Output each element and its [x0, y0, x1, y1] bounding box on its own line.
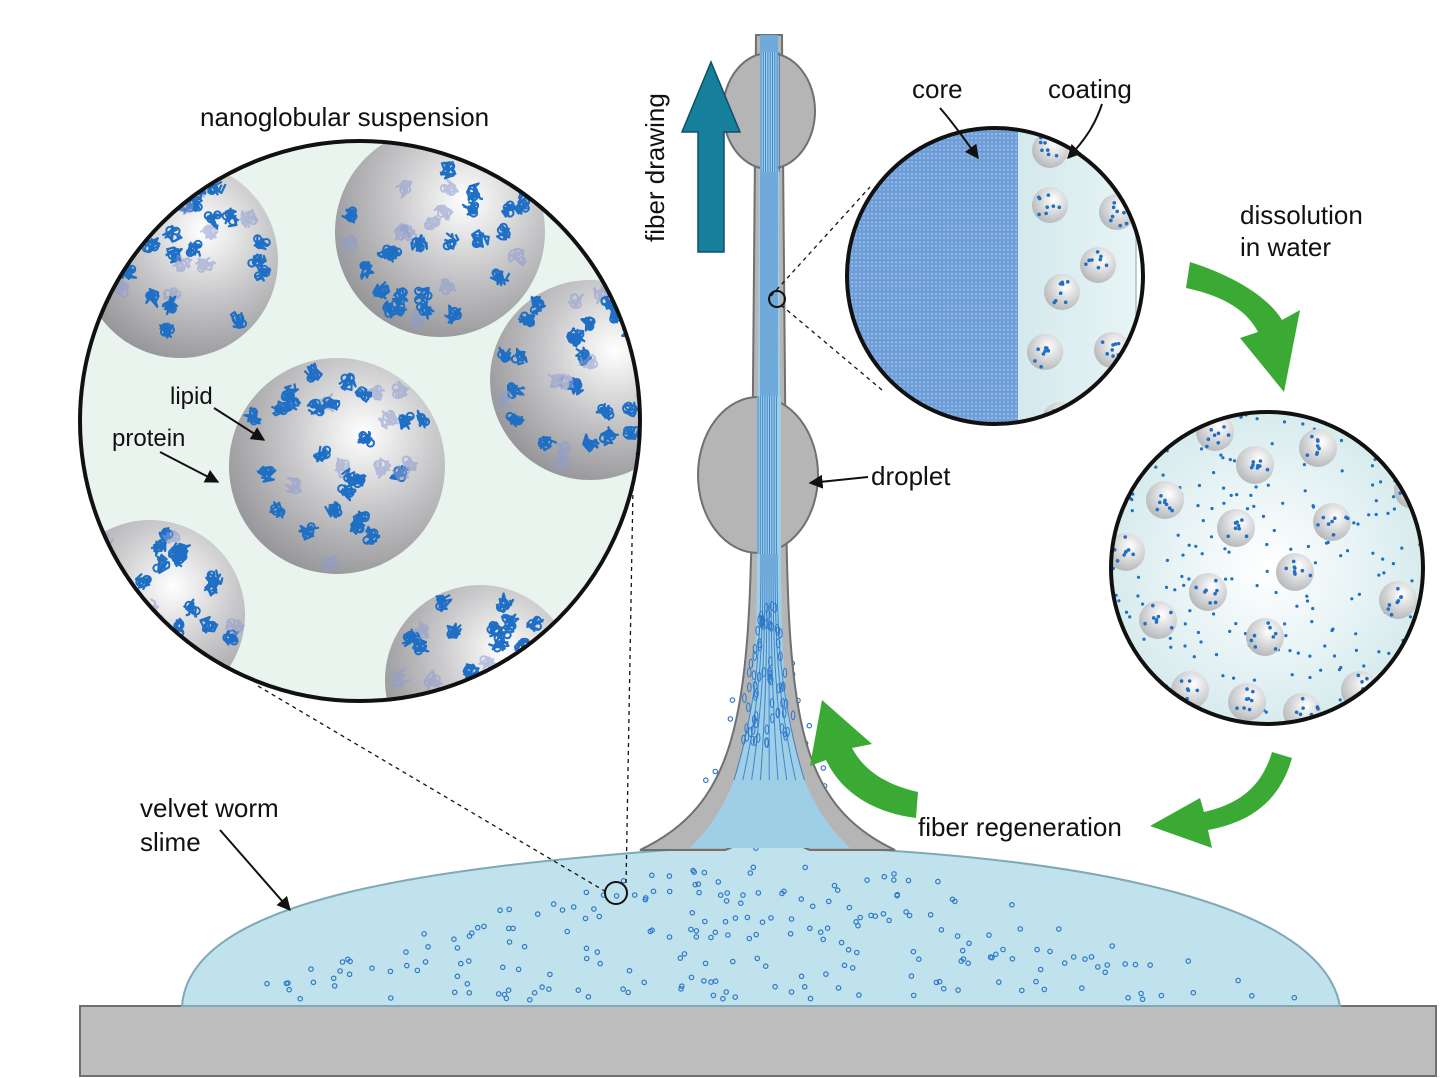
label-velvet-worm: velvet worm — [140, 793, 279, 823]
regeneration-arrow-right — [1150, 752, 1292, 848]
core-pointer — [939, 107, 979, 160]
slime-zoom-marker — [604, 881, 628, 905]
fiber-drawing-arrow — [680, 60, 742, 253]
label-slime: slime — [140, 827, 201, 857]
label-coating: coating — [1048, 74, 1132, 104]
fiber-transition-globules — [741, 601, 796, 748]
label-core: core — [912, 74, 963, 104]
dissolution-arrow — [1186, 262, 1300, 392]
substrate-plate — [79, 1005, 1437, 1077]
zoom-line-left-a — [257, 685, 609, 894]
zoom-line-right-b — [780, 304, 883, 391]
protein-pointer — [159, 451, 220, 483]
label-droplet: droplet — [871, 461, 951, 491]
fiber-zoom-marker — [768, 290, 786, 308]
slime-particles — [264, 618, 1298, 1003]
regeneration-arrow-left — [810, 700, 918, 818]
label-protein: protein — [112, 425, 186, 452]
label-fiber-drawing: fiber drawing — [640, 93, 670, 242]
coating-pointer — [1067, 103, 1103, 160]
dissolved-water-inset — [1109, 410, 1425, 726]
label-nanoglobular-suspension: nanoglobular suspension — [200, 102, 490, 132]
label-dissolution: dissolution — [1240, 200, 1363, 230]
zoom-line-left-b — [625, 486, 634, 887]
label-in-water: in water — [1240, 232, 1332, 262]
lipid-pointer — [213, 407, 266, 441]
core-coating-inset — [845, 126, 1145, 426]
fiber-filaments — [733, 35, 805, 781]
zoom-line-right-a — [770, 186, 871, 297]
label-lipid: lipid — [170, 383, 213, 410]
droplet-top-filaments — [760, 52, 780, 172]
velvet-worm-pointer — [219, 829, 291, 912]
droplet-lower-filaments — [757, 396, 777, 554]
droplet-pointer — [808, 474, 869, 489]
label-fiber-regeneration: fiber regeneration — [918, 812, 1122, 842]
